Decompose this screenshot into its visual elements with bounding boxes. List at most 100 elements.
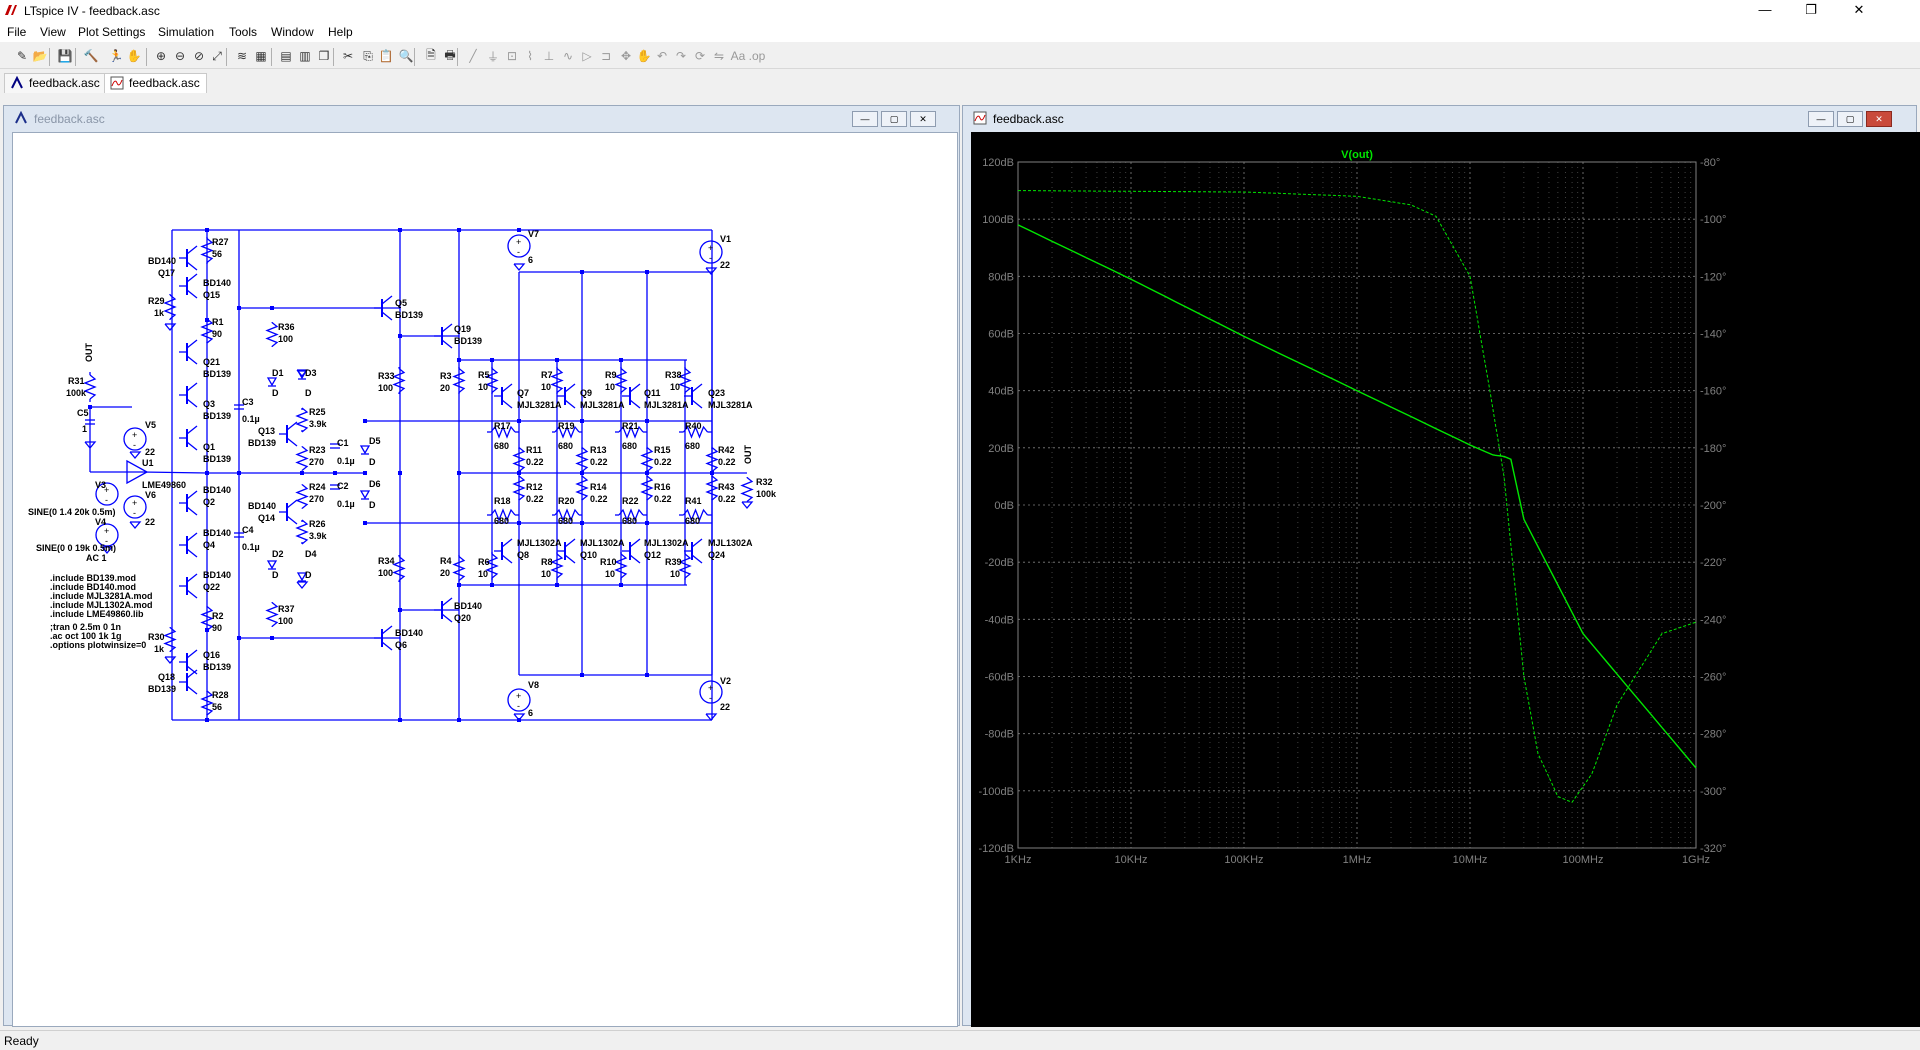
minimize-button[interactable]: — (1758, 2, 1772, 17)
resistor-symbol[interactable] (392, 555, 406, 582)
resistor-symbol[interactable] (554, 508, 580, 522)
control-panel-icon[interactable]: 🔨 (83, 49, 99, 63)
resistor-symbol[interactable] (575, 446, 589, 473)
waveform-minimize-button[interactable]: — (1808, 111, 1834, 127)
new-schematic-icon[interactable]: ✎ (16, 49, 28, 63)
voltage-source-symbol[interactable] (507, 688, 531, 712)
resistor-symbol[interactable] (682, 508, 709, 522)
close-button[interactable]: ✕ (1853, 2, 1865, 17)
ground-icon[interactable]: ⏚ (486, 49, 499, 64)
voltage-source-symbol[interactable] (699, 680, 723, 704)
capacitor-icon[interactable]: ⊥ (543, 49, 555, 63)
resistor-symbol[interactable] (490, 508, 516, 522)
waveform-restore-button[interactable]: ▢ (1837, 111, 1863, 127)
diode-symbol[interactable] (296, 572, 308, 582)
resistor-symbol[interactable] (163, 626, 177, 653)
resistor-symbol[interactable] (682, 425, 709, 439)
run-icon[interactable]: 🏃 (108, 49, 124, 63)
mirror-icon[interactable]: ⇋ (713, 49, 725, 63)
resistor-symbol[interactable] (614, 553, 628, 579)
rotate-icon[interactable]: ⟳ (694, 49, 706, 63)
menu-view[interactable]: View (40, 25, 66, 39)
save-icon[interactable]: 💾 (57, 49, 73, 63)
menu-file[interactable]: File (7, 25, 27, 39)
resistor-symbol[interactable] (265, 321, 279, 348)
wire-icon[interactable]: ╱ (469, 49, 477, 63)
resistor-symbol[interactable] (678, 367, 692, 394)
grid-icon[interactable]: ▦ (255, 49, 267, 63)
label-icon[interactable]: ⊡ (506, 49, 518, 63)
maximize-button[interactable]: ❐ (1805, 2, 1817, 17)
resistor-symbol[interactable] (512, 446, 526, 473)
schematic-restore-button[interactable]: ▢ (881, 111, 907, 127)
resistor-symbol[interactable] (163, 294, 177, 320)
resistor-symbol[interactable] (83, 374, 97, 400)
zoom-fit-icon[interactable]: ⤢ (212, 48, 222, 63)
resistor-symbol[interactable] (512, 475, 526, 501)
resistor-symbol[interactable] (618, 425, 644, 439)
resistor-symbol[interactable] (485, 367, 499, 394)
opamp-symbol[interactable] (126, 459, 149, 485)
resistor-symbol[interactable] (200, 318, 214, 344)
tile-horizontal-icon[interactable]: ▤ (280, 49, 292, 63)
schematic-window-titlebar[interactable]: feedback.asc — ▢ ✕ (4, 106, 959, 132)
undo-icon[interactable]: ↶ (656, 49, 668, 63)
resistor-symbol[interactable] (550, 553, 564, 579)
resistor-symbol[interactable] (575, 475, 589, 501)
resistor-symbol[interactable] (200, 237, 214, 264)
resistor-symbol[interactable] (618, 508, 644, 522)
zoom-back-icon[interactable]: ⊘ (193, 49, 205, 63)
autorange-icon[interactable]: ≋ (236, 49, 248, 63)
zoom-in-icon[interactable]: ⊕ (155, 49, 167, 63)
halt-icon[interactable]: ✋ (126, 49, 142, 63)
voltage-source-symbol[interactable] (507, 234, 531, 258)
resistor-symbol[interactable] (490, 425, 516, 439)
tab-schematic[interactable]: feedback.asc (4, 73, 107, 93)
diode-symbol[interactable] (266, 377, 278, 387)
menu-simulation[interactable]: Simulation (158, 25, 215, 39)
resistor-symbol[interactable] (295, 519, 309, 545)
drag-icon[interactable]: ✋ (636, 49, 652, 63)
schematic-close-button[interactable]: ✕ (910, 111, 936, 127)
resistor-symbol[interactable] (614, 367, 628, 394)
resistor-symbol[interactable] (550, 367, 564, 394)
resistor-symbol[interactable] (705, 446, 719, 473)
resistor-symbol[interactable] (640, 475, 654, 501)
print-icon[interactable]: 🖶 (444, 47, 456, 62)
schematic-minimize-button[interactable]: — (852, 111, 878, 127)
move-icon[interactable]: ✥ (620, 49, 632, 63)
menu-tools[interactable]: Tools (229, 25, 258, 39)
inductor-icon[interactable]: ∿ (562, 49, 574, 63)
resistor-icon[interactable]: ⌇ (527, 49, 533, 63)
resistor-symbol[interactable] (485, 553, 499, 579)
magnitude-trace[interactable] (1017, 224, 1697, 769)
spice-directive-icon[interactable]: .op (748, 49, 766, 63)
resistor-symbol[interactable] (295, 407, 309, 433)
resistor-symbol[interactable] (452, 367, 466, 394)
open-icon[interactable]: 📂 (32, 49, 48, 63)
menu-window[interactable]: Window (271, 25, 314, 39)
zoom-out-icon[interactable]: ⊖ (174, 49, 186, 63)
voltage-source-symbol[interactable] (123, 427, 147, 451)
trace-title[interactable]: V(out) (1341, 149, 1373, 161)
text-icon[interactable]: Aa (730, 49, 746, 63)
voltage-source-symbol[interactable] (123, 495, 147, 519)
print-preview-icon[interactable]: 🗎 (426, 47, 436, 62)
resistor-symbol[interactable] (640, 446, 654, 473)
cut-icon[interactable]: ✂ (342, 49, 354, 63)
redo-icon[interactable]: ↷ (675, 49, 687, 63)
find-icon[interactable]: 🔍 (398, 49, 414, 63)
tab-waveform[interactable]: feedback.asc (104, 73, 207, 93)
menu-help[interactable]: Help (328, 25, 353, 39)
phase-trace[interactable] (1017, 190, 1697, 803)
voltage-source-symbol[interactable] (95, 523, 119, 547)
waveform-close-button[interactable]: ✕ (1866, 111, 1892, 127)
tile-vertical-icon[interactable]: ▥ (299, 49, 311, 63)
waveform-window-titlebar[interactable]: feedback.asc — ▢ ✕ (963, 106, 1916, 132)
cascade-icon[interactable]: ❐ (318, 49, 330, 63)
resistor-symbol[interactable] (452, 555, 466, 582)
resistor-symbol[interactable] (705, 475, 719, 501)
voltage-source-symbol[interactable] (95, 482, 119, 506)
